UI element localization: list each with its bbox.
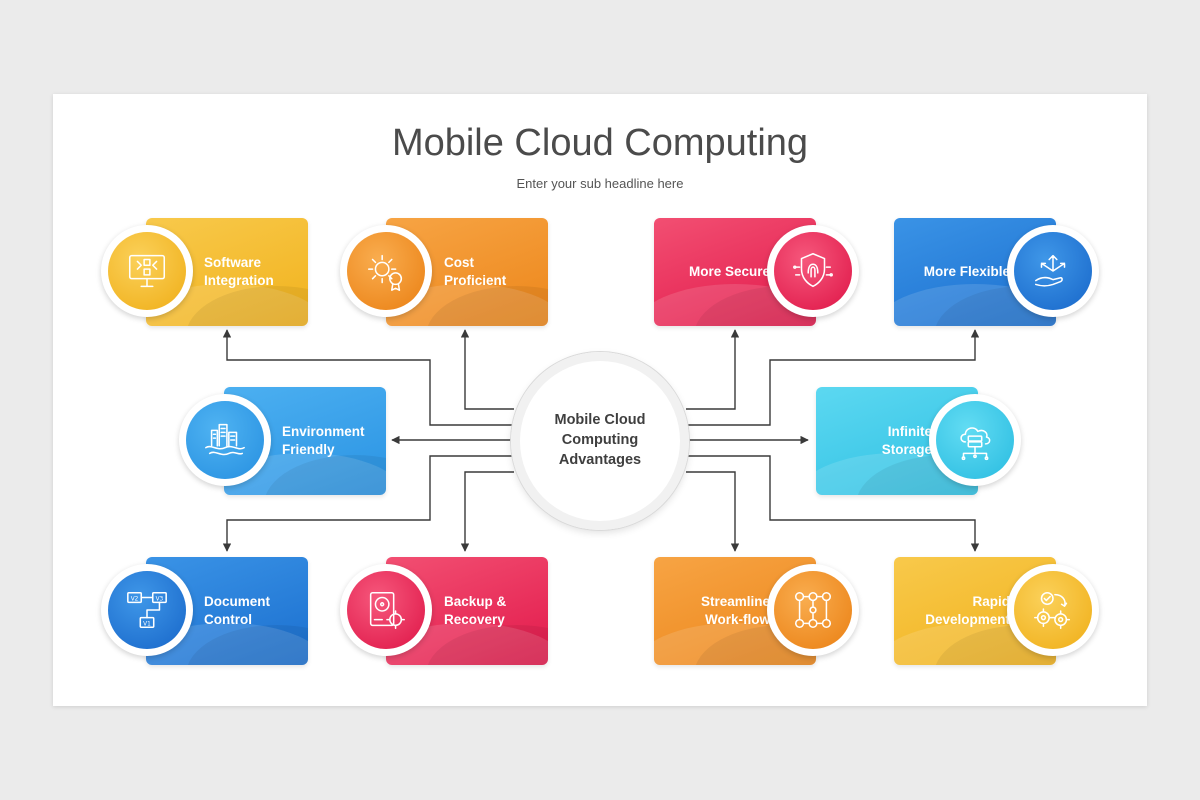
svg-text:V3: V3 — [156, 596, 164, 602]
badge-software-integration — [101, 225, 193, 317]
hub-label: Mobile Cloud Computing Advantages — [554, 412, 646, 468]
workflow-gears-icon — [794, 591, 832, 629]
badge-more-flexible — [1007, 225, 1099, 317]
hand-arrows-icon — [1034, 254, 1066, 287]
page-title: Mobile Cloud Computing — [391, 122, 809, 164]
card-label: More Secure — [688, 264, 770, 279]
software-integration-icon — [128, 254, 166, 288]
fingerprint-shield-icon — [793, 252, 833, 288]
center-hub: Mobile Cloud Computing Advantages — [511, 352, 689, 530]
svg-text:V2: V2 — [131, 596, 139, 602]
badge-rapid-development — [1007, 564, 1099, 656]
badge-streamline-workflow — [767, 564, 859, 656]
card-label: Backup &Recovery — [444, 594, 507, 627]
hard-drive-gear-icon — [369, 591, 405, 629]
card-label: More Flexible — [923, 264, 1010, 279]
version-control-icon: V2 V3 V1 — [127, 591, 167, 629]
page-subtitle: Enter your sub headline here — [516, 176, 684, 191]
badge-environment-friendly — [179, 394, 271, 486]
badge-cost-proficient — [340, 225, 432, 317]
city-globe-icon — [205, 423, 245, 456]
badge-infinite-storage — [929, 394, 1021, 486]
badge-backup-recovery — [340, 564, 432, 656]
gear-badge-icon — [367, 254, 403, 291]
badge-document-control: V2 V3 V1 — [101, 564, 193, 656]
cloud-storage-icon — [960, 427, 991, 461]
badge-more-secure — [767, 225, 859, 317]
svg-text:V1: V1 — [143, 621, 151, 627]
development-gears-icon — [1034, 591, 1071, 629]
